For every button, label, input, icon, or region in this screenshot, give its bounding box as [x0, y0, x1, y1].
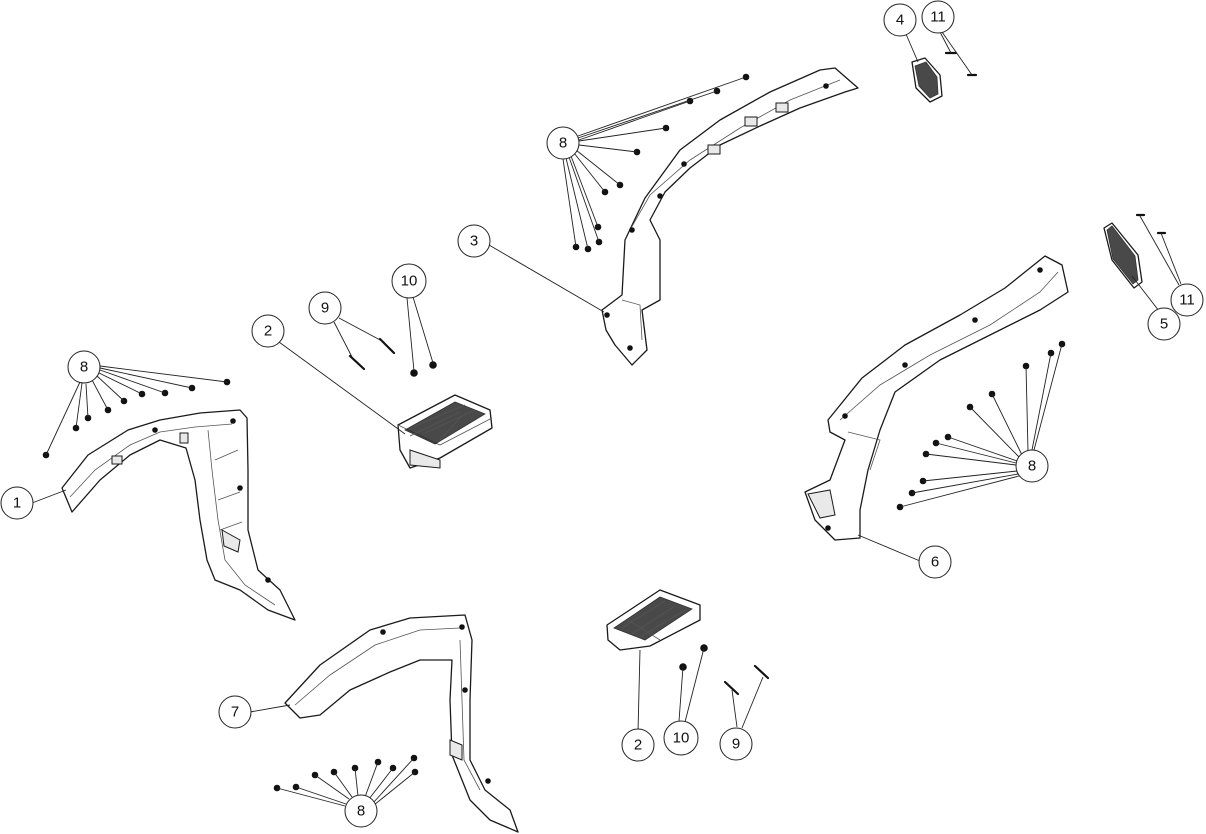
part-2-footrest-upper: [397, 394, 493, 469]
callout-8-top: 8: [546, 126, 580, 160]
bolts-group-9-upper: [348, 337, 396, 371]
callout-2-upper: 2: [251, 314, 285, 348]
callout-1: 1: [0, 486, 34, 520]
callout-label: 11: [1179, 292, 1195, 309]
callout-label: 11: [930, 9, 946, 26]
callout-label: 5: [1160, 316, 1168, 333]
callout-label: 9: [732, 736, 740, 753]
callout-9-upper: 9: [308, 291, 342, 325]
callout-label: 10: [673, 730, 690, 747]
callout-label: 8: [357, 803, 365, 820]
nuts-group-10-upper: [410, 361, 437, 377]
callout-5: 5: [1147, 307, 1181, 341]
callout-4: 4: [883, 3, 917, 37]
callout-label: 2: [634, 737, 642, 754]
part-2-footrest-lower: [606, 589, 701, 651]
part-6-rear-fender-right: [804, 255, 1069, 541]
callout-label: 3: [470, 233, 478, 250]
part-4-pad: [911, 57, 943, 103]
part-5-pad: [1103, 222, 1143, 289]
callout-6: 6: [918, 545, 952, 579]
callout-2-lower: 2: [621, 728, 655, 762]
callout-label: 1: [13, 495, 21, 512]
screws-group-11-top: [944, 51, 978, 77]
fasteners-group-8-bottom: [273, 754, 419, 792]
callout-9-lower: 9: [719, 727, 753, 761]
bolts-group-9-lower: [723, 664, 770, 696]
callout-label: 4: [896, 12, 904, 29]
nuts-group-10-lower: [679, 644, 708, 671]
callout-3: 3: [457, 224, 491, 258]
part-7-lower-fender: [284, 614, 519, 833]
leader-lines: [31, 31, 1182, 807]
callout-label: 8: [559, 135, 567, 152]
callout-label: 8: [80, 359, 88, 376]
fasteners-group-8-top: [572, 73, 750, 253]
callout-8-bottom: 8: [344, 794, 378, 828]
callout-label: 6: [931, 554, 939, 571]
callout-label: 2: [264, 323, 272, 340]
callout-10-lower: 10: [663, 720, 699, 756]
callout-11-top: 11: [921, 0, 955, 34]
callout-8-right: 8: [1015, 449, 1049, 483]
callout-7: 7: [218, 695, 252, 729]
part-3-rear-fender-upper: [601, 67, 859, 366]
screws-group-11-right: [1135, 213, 1167, 235]
callout-10-upper: 10: [391, 263, 427, 299]
callout-11-right: 11: [1170, 283, 1204, 317]
callout-label: 10: [401, 273, 418, 290]
part-1-left-fender: [61, 409, 296, 621]
callout-label: 8: [1028, 458, 1036, 475]
callout-label: 7: [231, 704, 239, 721]
callout-8-left: 8: [67, 350, 101, 384]
callout-label: 9: [321, 300, 329, 317]
